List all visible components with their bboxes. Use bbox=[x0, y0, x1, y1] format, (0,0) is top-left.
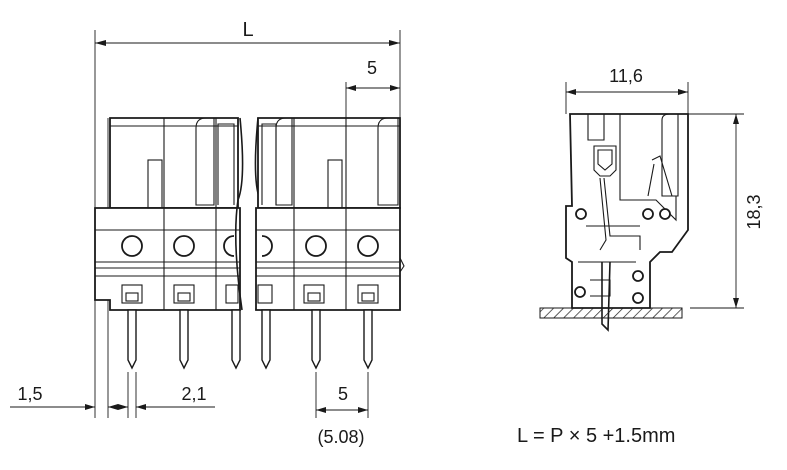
dimension-pitch-bottom: 5 (5.08) bbox=[315, 372, 369, 447]
pcb-board bbox=[539, 307, 683, 319]
left-block bbox=[94, 117, 241, 370]
side-height-label: 18,3 bbox=[744, 194, 764, 229]
dimension-pitch-top: 5 bbox=[345, 58, 400, 118]
pin-offset-label: 1,5 bbox=[17, 384, 42, 404]
pitch-bottom-label: 5 bbox=[338, 384, 348, 404]
dimension-side-width: 11,6 bbox=[565, 66, 689, 114]
dimension-pin-offset: 1,5 bbox=[10, 384, 128, 410]
pitch-top-label: 5 bbox=[367, 58, 377, 78]
dimension-side-height: 18,3 bbox=[688, 113, 764, 309]
pitch-metric-label: (5.08) bbox=[317, 427, 364, 447]
side-width-label: 11,6 bbox=[609, 66, 643, 86]
pin-spacing-label: 2,1 bbox=[181, 384, 206, 404]
total-length-label: L bbox=[242, 19, 253, 41]
front-view: L 5 bbox=[10, 19, 405, 447]
right-block bbox=[255, 117, 405, 370]
side-view: 11,6 18,3 bbox=[539, 66, 764, 332]
dimension-total-length: L bbox=[94, 19, 401, 118]
dimension-pin-spacing: 2,1 bbox=[118, 372, 215, 418]
length-formula: L = P × 5 +1.5mm bbox=[517, 425, 675, 447]
